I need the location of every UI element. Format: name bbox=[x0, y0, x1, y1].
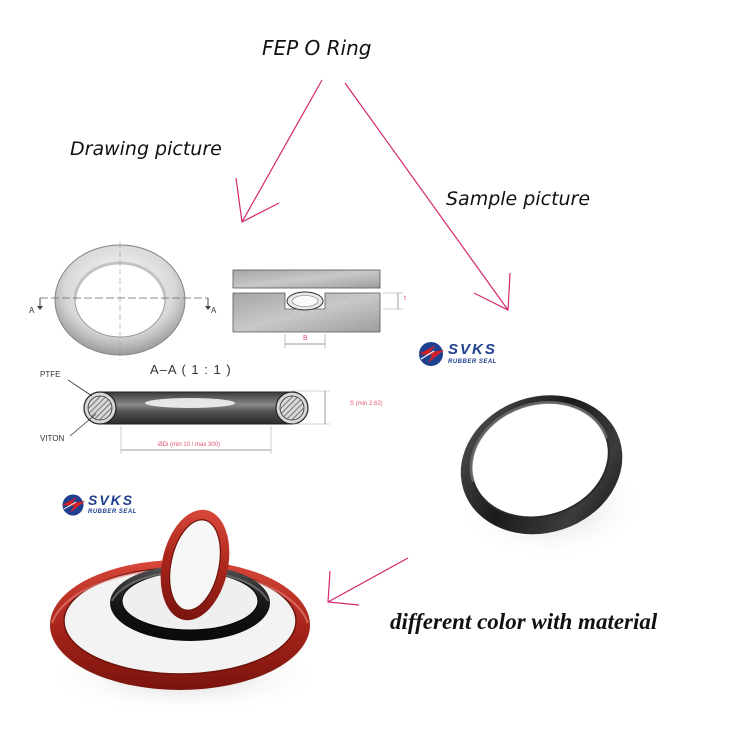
svks-logo-word-2: SVKS bbox=[88, 492, 135, 508]
svks-logo-word: SVKS bbox=[448, 341, 497, 358]
o-ring-top-view bbox=[37, 242, 211, 360]
cross-section-dimension: S (min 2.62) bbox=[350, 401, 383, 407]
cross-section-drawing bbox=[67, 379, 330, 454]
arrow-to-colored-rings bbox=[327, 557, 409, 606]
svks-logo-icon bbox=[419, 342, 444, 366]
ptfe-label: PTFE bbox=[40, 370, 61, 379]
groove-depth-label: t bbox=[404, 295, 406, 302]
svks-logo-subtitle: RUBBER SEAL bbox=[448, 359, 497, 365]
groove-width-label: B bbox=[303, 335, 308, 342]
groove-section-drawing bbox=[232, 269, 403, 348]
drawing-picture-label: Drawing picture bbox=[70, 138, 222, 160]
viton-label: VITON bbox=[40, 434, 65, 443]
svks-logo-icon-2 bbox=[62, 494, 85, 516]
sample-picture-label: Sample picture bbox=[446, 188, 591, 210]
page-title: FEP O Ring bbox=[262, 36, 372, 60]
svks-logo-subtitle-2: RUBBER SEAL bbox=[88, 509, 137, 515]
section-title: A–A ( 1 : 1 ) bbox=[150, 362, 232, 377]
arrow-to-sample bbox=[344, 82, 511, 311]
inner-diameter-dimension: ØDi (min 10 / max 300) bbox=[158, 442, 221, 448]
colored-rings-photo bbox=[45, 509, 325, 715]
arrow-to-drawing bbox=[235, 79, 323, 223]
section-marker-right: A bbox=[211, 306, 217, 315]
section-marker-left: A bbox=[29, 306, 35, 315]
sample-ring-photo bbox=[455, 395, 645, 560]
different-color-label: different color with material bbox=[390, 609, 658, 634]
